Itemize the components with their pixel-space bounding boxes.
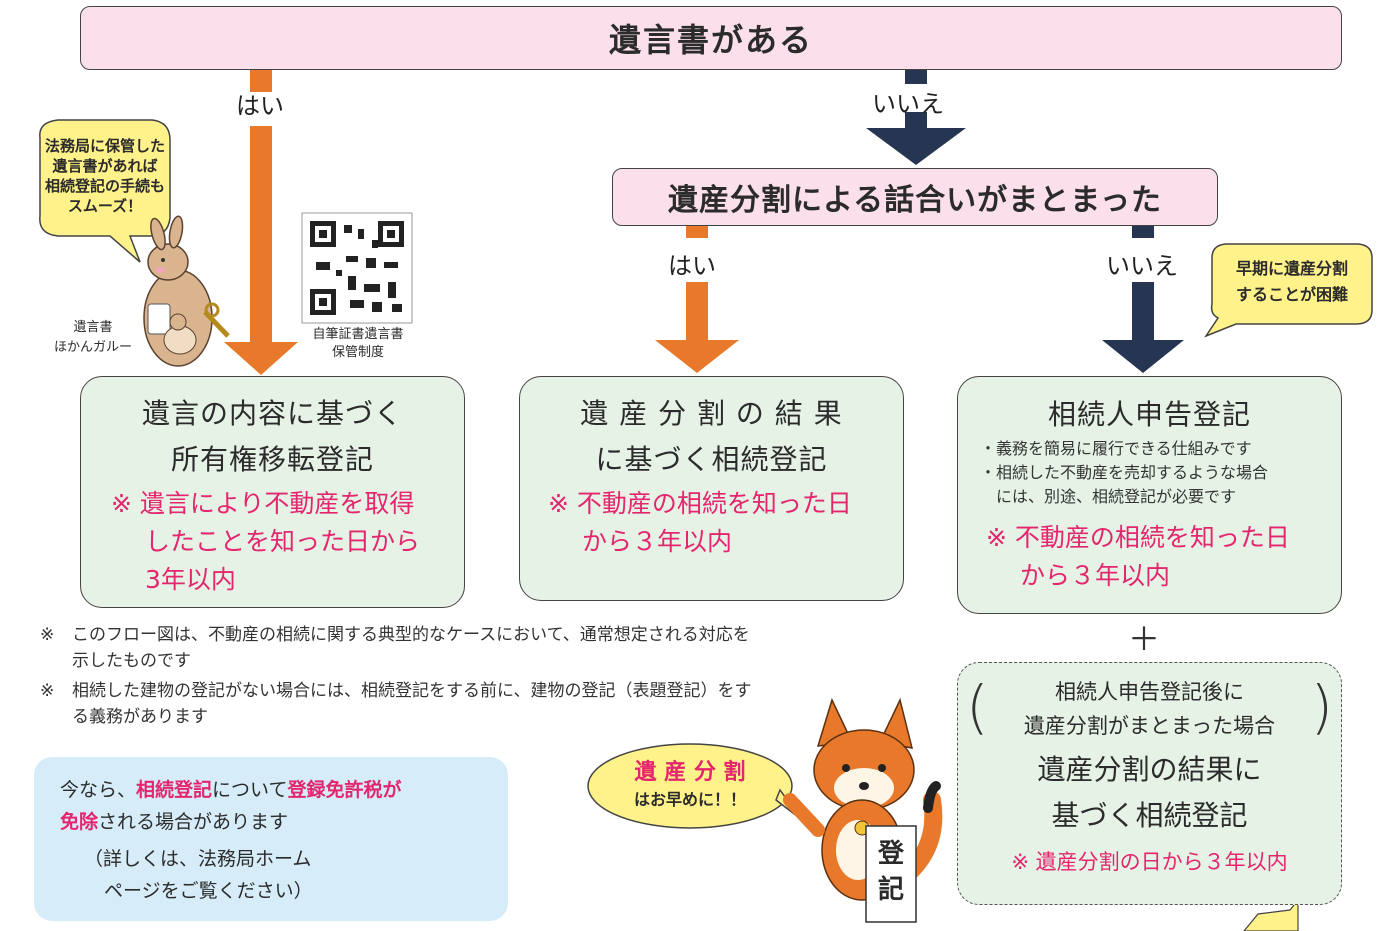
fox-sign-char: 記 [877, 875, 904, 905]
arrow-no-heir [1102, 226, 1184, 373]
tax-details: （詳しくは、法務局ホーム ページをご覧ください） [84, 843, 313, 907]
box-division-title-line: 遺 産 分 割 の 結 果 [580, 397, 843, 430]
box-division-title-line: に基づく相続登記 [595, 443, 828, 476]
footnote-line: 相続した建物の登記がない場合には、相続登記をする前に、建物の登記（表題登記）をす [72, 681, 752, 701]
box-heir-bullet: ・義務を簡易に履行できる仕組みです [980, 439, 1252, 458]
box-after-title-line: 遺産分割の結果に [1037, 753, 1262, 786]
qr-code-will-storage [301, 212, 413, 324]
tax-text: される場合があります [98, 811, 289, 833]
box-will-deadline-line: ※ 遺言により不動産を取得 [111, 489, 415, 518]
footnote-line: 示したものです [72, 651, 191, 671]
box-after-condition-line: 遺産分割がまとまった場合 [1023, 714, 1276, 738]
question-will-exists: 遺言書がある [80, 6, 1342, 70]
tax-highlight-license-tax: 登録免許税が [287, 779, 402, 801]
box-heir-bullet: ・相続した不動産を売却するような場合 [980, 463, 1269, 482]
kangaroo-bubble-line: 遺言書があれば [52, 157, 158, 175]
box-heir-deadline-line: から３年以内 [1020, 561, 1171, 590]
box-heir-title: 相続人申告登記 [1047, 398, 1251, 431]
kangaroo-bubble-line: スムーズ！ [67, 197, 143, 215]
tax-highlight-exemption: 免除 [60, 811, 99, 833]
box-division-deadline-line: ※ 不動産の相続を知った日 [548, 489, 852, 518]
tax-text: 今なら、 [60, 779, 137, 801]
tax-text: について [212, 779, 288, 801]
box-after-deadline: ※ 遺産分割の日から３年以内 [1011, 850, 1288, 874]
footnote-body: このフロー図は、不動産の相続に関する典型的なケースにおいて、通常想定される対応を… [72, 622, 750, 674]
footnote-line: このフロー図は、不動産の相続に関する典型的なケースにおいて、通常想定される対応を [72, 625, 750, 645]
footnote-line: る義務があります [72, 707, 208, 727]
question-division-agreed: 遺産分割による話合いがまとまった [612, 168, 1218, 226]
kangaroo-name-line: ほかんガルー [53, 340, 132, 355]
box-division-registration: 遺 産 分 割 の 結 果 に基づく相続登記 ※ 不動産の相続を知った日 から３… [519, 376, 904, 601]
arrow-yes-will [224, 70, 298, 375]
box-after-title: 遺産分割の結果に 基づく相続登記 [958, 747, 1341, 839]
box-division-title: 遺 産 分 割 の 結 果 に基づく相続登記 [520, 391, 903, 483]
label-no-q1: いいえ [872, 90, 944, 118]
box-will-title: 遺言の内容に基づく 所有権移転登記 [81, 391, 464, 483]
kangaroo-speech-bubble [39, 119, 171, 263]
arrow-no-q2 [866, 70, 966, 165]
left-paren: ( [966, 673, 989, 741]
box-after-declaration: ( ) 相続人申告登記後に 遺産分割がまとまった場合 遺産分割の結果に 基づく相… [957, 662, 1342, 905]
footnote-mark: ※ [40, 625, 55, 645]
difficult-speech-bubble [1204, 243, 1373, 338]
fox-bubble-text: 遺 産 分 割 はお早めに！！ [600, 758, 780, 812]
arrow-yes-division [655, 226, 739, 373]
label-yes-q2: はい [668, 252, 716, 280]
tax-line-1: 今なら、相続登記について登録免許税が [60, 775, 500, 805]
qr-caption-line: 自筆証書遺言書 [312, 327, 404, 342]
box-will-deadline: ※ 遺言により不動産を取得 したことを知った日から 3年以内 [111, 485, 464, 599]
qr-caption: 自筆証書遺言書 保管制度 [296, 326, 420, 362]
box-division-deadline: ※ 不動産の相続を知った日 から３年以内 [548, 485, 903, 561]
kangaroo-name-line: 遺言書 [73, 320, 113, 335]
footnote-mark: ※ [40, 681, 55, 701]
qr-caption-line: 保管制度 [331, 345, 384, 360]
difficult-bubble-text: 早期に遺産分割 することが困難 [1212, 256, 1372, 308]
box-after-title-line: 基づく相続登記 [1051, 799, 1248, 832]
tax-highlight-registration: 相続登記 [136, 779, 213, 801]
tax-details-line: （詳しくは、法務局ホーム [84, 848, 312, 870]
footnote-item: ※ このフロー図は、不動産の相続に関する典型的なケースにおいて、通常想定される対… [40, 622, 920, 674]
kangaroo-mascot [143, 215, 230, 367]
box-will-title-line: 所有権移転登記 [170, 443, 374, 476]
box-after-condition-line: 相続人申告登記後に [1055, 680, 1244, 704]
tax-details-line: ページをご覧ください） [104, 880, 313, 902]
fox-bubble-title: 遺 産 分 割 [634, 760, 746, 785]
plus-sign: ＋ [1128, 620, 1160, 658]
tax-line-2: 免除される場合があります [60, 807, 288, 837]
box-heir-declaration: 相続人申告登記 ・義務を簡易に履行できる仕組みです ・相続した不動産を売却するよ… [957, 376, 1342, 614]
box-will-transfer-registration: 遺言の内容に基づく 所有権移転登記 ※ 遺言により不動産を取得 したことを知った… [80, 376, 465, 608]
kangaroo-bubble-text: 法務局に保管した 遺言書があれば 相続登記の手続も スムーズ！ [40, 136, 170, 216]
footnote-item: ※ 相続した建物の登記がない場合には、相続登記をする前に、建物の登記（表題登記）… [40, 678, 920, 730]
footnotes: ※ このフロー図は、不動産の相続に関する典型的なケースにおいて、通常想定される対… [40, 622, 920, 730]
box-heir-bullet: には、別途、相続登記が必要です [996, 487, 1237, 506]
corner-bubble-decoration [1243, 898, 1299, 931]
kangaroo-bubble-line: 相続登記の手続も [44, 177, 165, 195]
fox-bubble-sub: はお早めに！！ [633, 790, 746, 809]
box-will-deadline-line: したことを知った日から [145, 527, 421, 556]
footnote-body: 相続した建物の登記がない場合には、相続登記をする前に、建物の登記（表題登記）をす… [72, 678, 752, 730]
difficult-bubble-line: することが困難 [1235, 285, 1348, 304]
fox-sign-char: 登 [877, 839, 904, 869]
right-paren: ) [1310, 673, 1333, 741]
kangaroo-name: 遺言書 ほかんガルー [48, 318, 138, 358]
tax-exemption-box: 今なら、相続登記について登録免許税が 免除される場合があります （詳しくは、法務… [34, 757, 508, 921]
label-yes-q1: はい [236, 92, 284, 120]
label-no-q2: いいえ [1106, 252, 1178, 280]
box-division-deadline-line: から３年以内 [582, 527, 733, 556]
fox-sign-text: 登 記 [866, 836, 916, 908]
box-heir-bullets: ・義務を簡易に履行できる仕組みです ・相続した不動産を売却するような場合 には、… [980, 437, 1341, 509]
kangaroo-bubble-line: 法務局に保管した [44, 137, 165, 155]
box-heir-deadline-line: ※ 不動産の相続を知った日 [986, 523, 1290, 552]
box-will-title-line: 遺言の内容に基づく [141, 397, 403, 430]
box-will-deadline-line: 3年以内 [145, 565, 236, 594]
box-heir-deadline: ※ 不動産の相続を知った日 から３年以内 [986, 519, 1341, 595]
difficult-bubble-line: 早期に遺産分割 [1235, 259, 1348, 278]
fox-mascot [783, 697, 943, 923]
box-after-condition: ( ) 相続人申告登記後に 遺産分割がまとまった場合 [958, 673, 1341, 743]
